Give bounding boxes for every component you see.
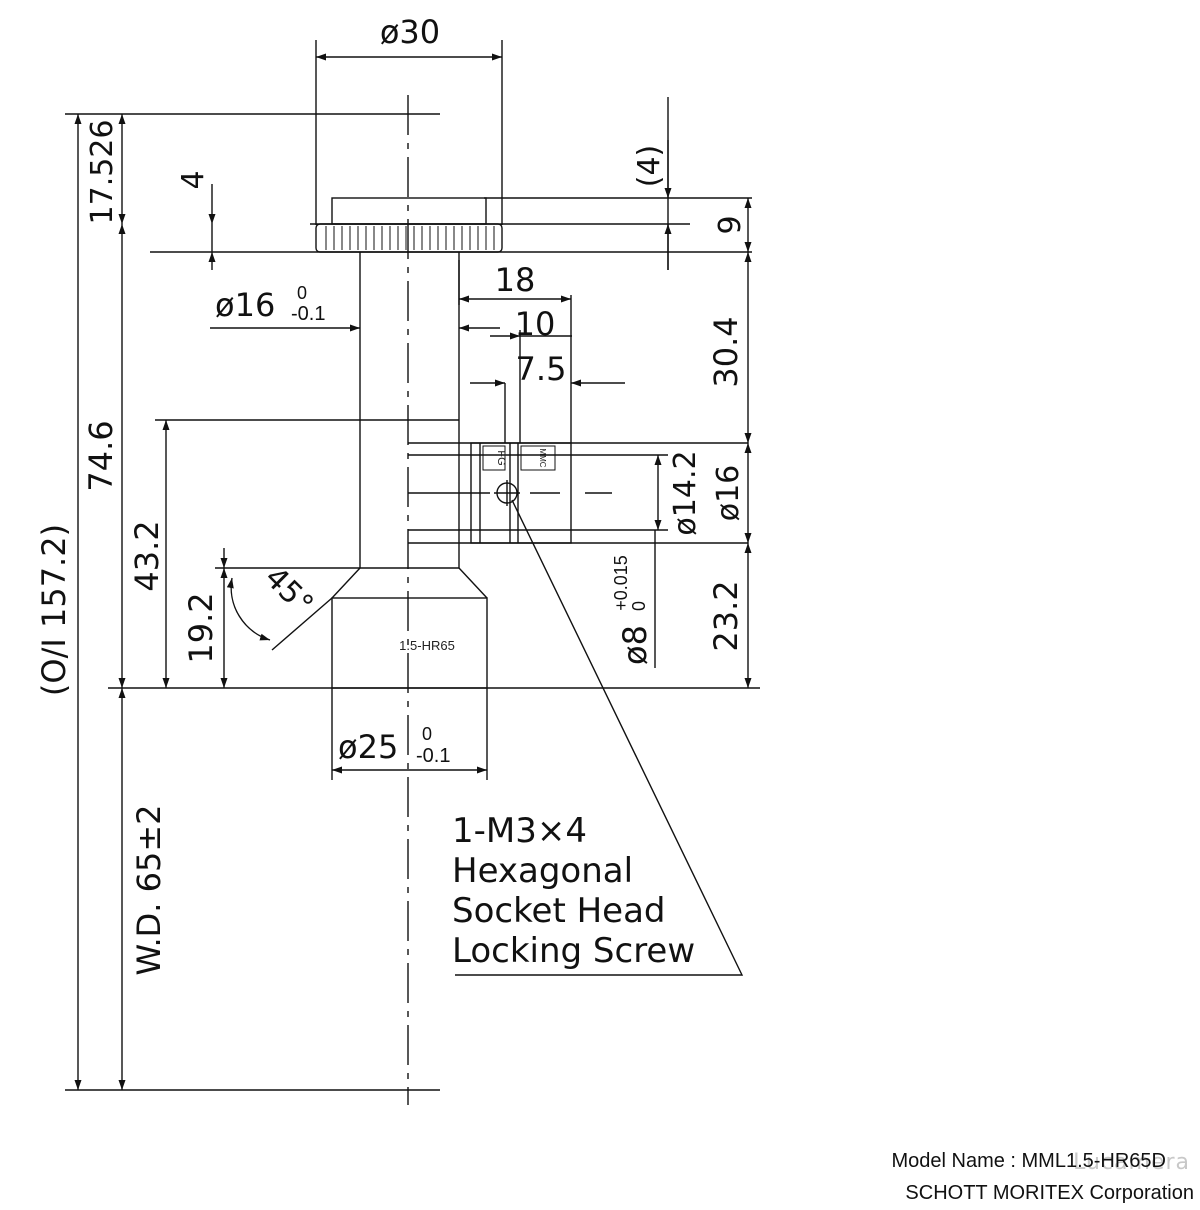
dim-offset-18: 18 xyxy=(495,261,536,299)
dim-shaft-diameter: ø16 xyxy=(215,286,275,324)
camera-mount xyxy=(315,40,503,253)
dim-offset-7-5: 7.5 xyxy=(516,350,567,388)
illumination-port xyxy=(408,442,748,544)
screw-leader xyxy=(455,499,744,976)
dim-height-19-2: 19.2 xyxy=(182,592,220,663)
lens-marking: 1.5-HR65 xyxy=(399,638,455,653)
screw-note-line-1: 1-M3×4 xyxy=(452,811,587,851)
dim-offset-10: 10 xyxy=(515,305,556,343)
dim-angle: 45° xyxy=(258,560,320,622)
dim-port-d16: ø16 xyxy=(711,465,746,522)
watermark: Lucamera xyxy=(1073,1150,1190,1175)
port-mark-mmc: MMC xyxy=(538,448,547,467)
screw-note: 1-M3×4 Hexagonal Socket Head Locking Scr… xyxy=(452,811,695,971)
port-mark-fg: FG xyxy=(495,450,507,465)
dim-shaft-tol-upper: 0 xyxy=(297,283,307,303)
screw-note-line-2: Hexagonal xyxy=(452,851,633,891)
dim-flange-thickness-paren: (4) xyxy=(632,145,667,188)
dim-height-43-2: 43.2 xyxy=(128,520,166,591)
dim-port-d8-tol-upper: +0.015 xyxy=(611,555,631,611)
dim-shaft-tol-lower: -0.1 xyxy=(291,303,325,325)
screw-note-line-3: Socket Head xyxy=(452,891,666,931)
company-name: SCHOTT MORITEX Corporation xyxy=(905,1182,1194,1204)
dim-top-height: 17.526 xyxy=(85,120,120,225)
dim-front-diameter: ø25 xyxy=(338,728,398,766)
dim-port-d8: ø8 xyxy=(616,625,654,665)
dim-objective-to-image: (O/I 157.2) xyxy=(35,524,73,696)
dim-front-tol-lower: -0.1 xyxy=(416,745,450,767)
dim-working-distance: W.D. 65±2 xyxy=(130,804,168,975)
dim-knurl-height: 9 xyxy=(713,215,748,234)
angle-arc xyxy=(226,577,271,641)
dim-port-d14-2: ø14.2 xyxy=(668,450,703,535)
objective-front xyxy=(331,567,488,780)
model-name: Model Name : MML1.5-HR65D xyxy=(891,1150,1166,1172)
dim-flange-thickness: 4 xyxy=(176,170,211,189)
dim-height-30-4: 30.4 xyxy=(707,316,745,387)
dim-body-length: 74.6 xyxy=(82,420,120,491)
dim-outer-diameter: ø30 xyxy=(380,13,440,51)
screw-note-line-4: Locking Screw xyxy=(452,931,695,971)
dim-front-tol-upper: 0 xyxy=(422,724,432,744)
dim-height-23-2: 23.2 xyxy=(707,580,745,651)
dim-port-d8-tol-lower: 0 xyxy=(629,601,649,611)
